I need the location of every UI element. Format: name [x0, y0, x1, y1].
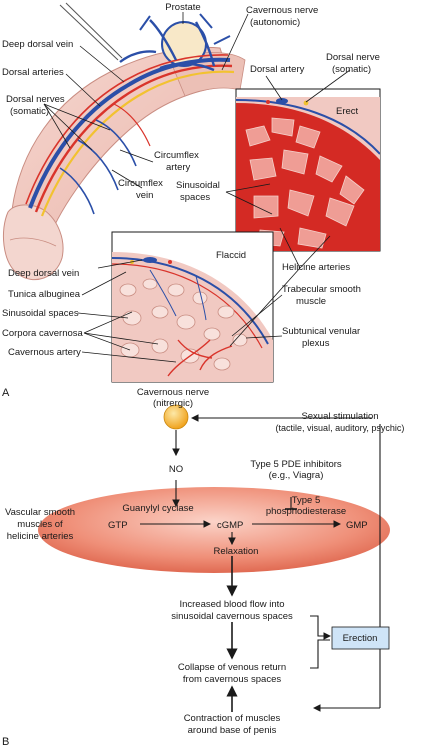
label-dorsal-arteries: Dorsal arteries [2, 67, 64, 78]
panel-letter-a: A [2, 387, 10, 399]
label-gmp: GMP [346, 520, 368, 531]
label-helicine-arteries: Helicine arteries [282, 262, 350, 273]
label-cavernous-nerve: Cavernous nerve [246, 5, 318, 16]
label-cavernous-artery: Cavernous artery [8, 347, 81, 358]
deep-dorsal-vein [28, 57, 231, 209]
label-cavernous-nerve-b: Cavernous nerve [137, 387, 209, 398]
label-circumflex-artery-sub: artery [166, 162, 191, 173]
panel-a-leaders [43, 12, 351, 363]
dorsal-nerve [40, 70, 235, 217]
label-contraction: Contraction of muscles [184, 713, 281, 724]
label-flaccid: Flaccid [216, 250, 246, 261]
panel-letter-b: B [2, 736, 9, 748]
label-dorsal-nerve-sub: (somatic) [332, 64, 371, 75]
panel-a-labels: Prostate Cavernous nerve (autonomic) Dee… [2, 2, 380, 399]
label-circumflex-vein-sub: vein [136, 190, 153, 201]
label-subtunical: Subtunical venular [282, 326, 360, 337]
label-guanylyl-cyclase: Guanylyl cyclase [122, 503, 193, 514]
label-sinusoidal-spaces-b: sinusoidal cavernous spaces [171, 611, 293, 622]
label-cavernous-spaces: from cavernous spaces [183, 674, 281, 685]
label-cavernous-nerve-sub: (autonomic) [250, 17, 300, 28]
label-helicine-arteries-b: helicine arteries [7, 531, 74, 542]
label-trabecular-sub: muscle [296, 296, 326, 307]
penis-illustration [2, 2, 246, 281]
label-sinusoidal-left: Sinusoidal spaces [2, 308, 79, 319]
label-prostate: Prostate [165, 2, 200, 13]
label-dorsal-artery: Dorsal artery [250, 64, 305, 75]
label-viagra: (e.g., Viagra) [269, 470, 324, 481]
label-pde-inhibitors: Type 5 PDE inhibitors [250, 459, 342, 470]
label-deep-dorsal-vein-bottom: Deep dorsal vein [8, 268, 79, 279]
label-gtp: GTP [108, 520, 128, 531]
label-relaxation: Relaxation [214, 546, 259, 557]
label-phosphodiesterase: phosphodiesterase [266, 506, 346, 517]
label-dorsal-nerves-sub: (somatic) [10, 106, 49, 117]
erection-box [331, 626, 390, 650]
label-sexual-stimulation: Sexual stimulation [301, 411, 378, 422]
label-subtunical-sub: plexus [302, 338, 330, 349]
label-cgmp: cGMP [217, 520, 243, 531]
label-collapse: Collapse of venous return [178, 662, 286, 673]
label-erect: Erect [336, 106, 359, 117]
label-trabecular: Trabecular smooth [282, 284, 361, 295]
label-no: NO [169, 464, 183, 475]
label-erection: Erection [343, 633, 378, 644]
label-circumflex-vein: Circumflex [118, 178, 163, 189]
pathway-diagram: Cavernous nerve (nitrergic) Sexual stimu… [2, 387, 404, 748]
label-dorsal-nerves: Dorsal nerves [6, 94, 65, 105]
label-dorsal-nerve: Dorsal nerve [326, 52, 380, 63]
label-base-of-penis: around base of penis [188, 725, 277, 736]
label-sinusoidal-right-sub: spaces [180, 192, 210, 203]
flaccid-inset [111, 231, 274, 383]
label-blood-flow: Increased blood flow into [179, 599, 284, 610]
label-type5: Type 5 [292, 495, 321, 506]
label-vascular-smooth: Vascular smooth [5, 507, 75, 518]
label-deep-dorsal-vein-top: Deep dorsal vein [2, 39, 73, 50]
label-corpora-cavernosa: Corpora cavernosa [2, 328, 84, 339]
signaling-ellipse [38, 487, 390, 573]
label-sinusoidal-right: Sinusoidal [176, 180, 220, 191]
label-circumflex-artery: Circumflex [154, 150, 199, 161]
label-muscles-of: muscles of [17, 519, 63, 530]
erect-inset [235, 88, 381, 252]
label-nitrergic: (nitrergic) [153, 398, 193, 409]
cavernous-nerve-node [163, 404, 189, 430]
dorsal-artery [34, 64, 233, 213]
label-tunica-albuginea: Tunica albuginea [8, 289, 81, 300]
label-stimulation-types: (tactile, visual, auditory, psychic) [276, 423, 405, 433]
